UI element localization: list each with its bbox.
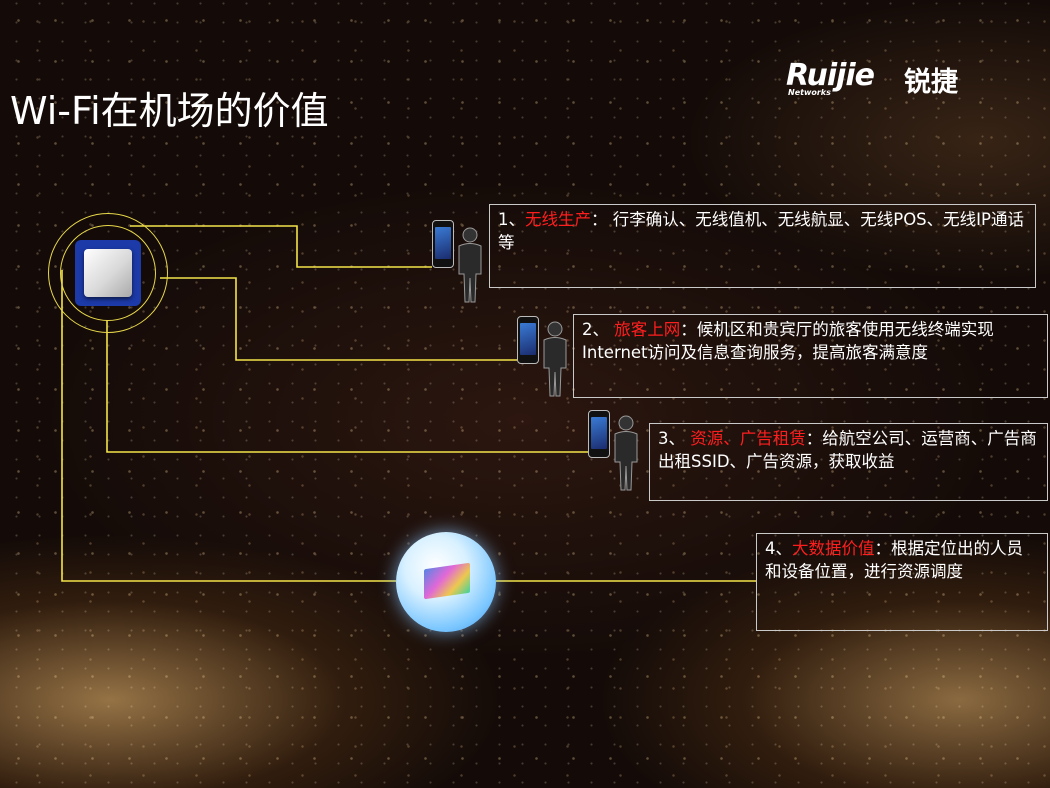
item-highlight: 旅客上网 xyxy=(614,320,681,339)
smartphone-icon xyxy=(588,410,610,458)
line-2 xyxy=(160,277,517,361)
signal-ring-outer xyxy=(48,213,168,333)
access-point-icon xyxy=(48,213,168,333)
logo-sub: Networks xyxy=(788,88,831,97)
person-icon xyxy=(614,415,638,491)
item-highlight: 大数据价值 xyxy=(792,539,875,558)
item-num: 3、 xyxy=(658,429,691,448)
item-text: ：根据定位出的人员和设备位置，进行资源调度 xyxy=(765,539,1023,581)
signal-ring-inner xyxy=(60,225,156,321)
ruijie-logo: Ruijie Networks 锐捷 xyxy=(786,58,986,100)
value-box-1: 1、无线生产： 行李确认、无线值机、无线航显、无线POS、无线IP通话等 xyxy=(489,204,1036,288)
ap-device xyxy=(84,249,132,297)
line-1 xyxy=(130,225,432,268)
smartphone-icon xyxy=(432,220,454,268)
item-text: ：给航空公司、运营商、广告商出租SSID、广告资源，获取收益 xyxy=(658,429,1037,471)
item-text: ： 行李确认、无线值机、无线航显、无线POS、无线IP通话等 xyxy=(498,210,1024,252)
item-text: ：候机区和贵宾厅的旅客使用无线终端实现Internet访问及信息查询服务，提高旅… xyxy=(582,320,994,362)
globe-screen xyxy=(424,562,470,600)
logo-brand: Ruijie xyxy=(786,58,875,93)
person-icon xyxy=(458,227,482,303)
item-num: 4、 xyxy=(765,539,792,558)
smartphone-icon xyxy=(517,316,539,364)
page-title: Wi-Fi在机场的价值 xyxy=(10,89,329,133)
globe-data-icon xyxy=(396,532,496,632)
value-box-2: 2、 旅客上网：候机区和贵宾厅的旅客使用无线终端实现Internet访问及信息查… xyxy=(573,314,1048,398)
item-num: 2、 xyxy=(582,320,615,339)
value-box-3: 3、 资源、广告租赁：给航空公司、运营商、广告商出租SSID、广告资源，获取收益 xyxy=(649,423,1048,501)
logo-cn: 锐捷 xyxy=(904,67,958,98)
item-highlight: 资源、广告租赁 xyxy=(690,429,806,448)
line-4 xyxy=(61,270,396,582)
item-num: 1、 xyxy=(498,210,525,229)
value-box-4: 4、大数据价值：根据定位出的人员和设备位置，进行资源调度 xyxy=(756,533,1048,631)
item-highlight: 无线生产 xyxy=(525,210,591,229)
line-3 xyxy=(106,320,588,453)
person-icon xyxy=(543,321,567,397)
